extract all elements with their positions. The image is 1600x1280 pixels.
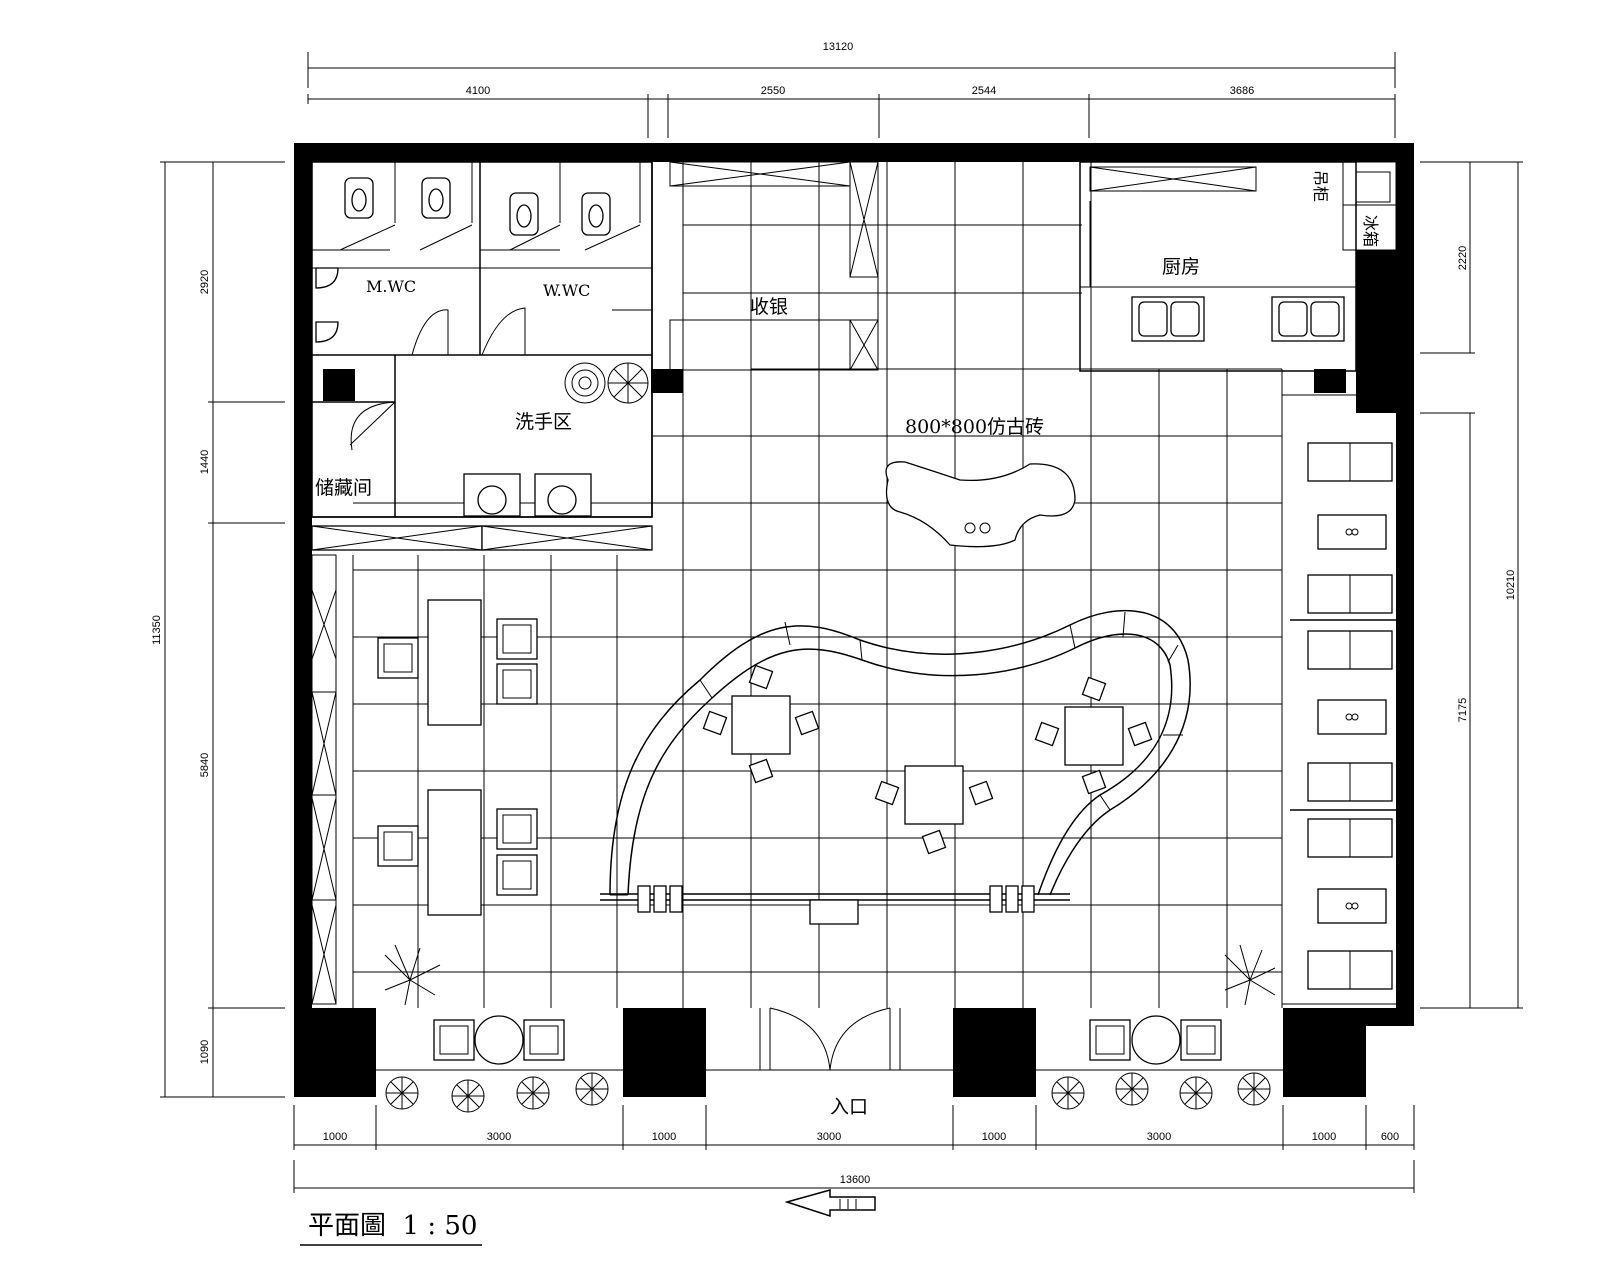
planter-icon [1115, 1072, 1149, 1106]
sofa-icon [1307, 630, 1393, 670]
room-label-womens-wc: W.WC [543, 281, 590, 300]
dim-left-seg-4: 1090 [199, 1040, 211, 1064]
planter-icon [1237, 1072, 1271, 1106]
bottom-dimension-lines: 1000 3000 1000 3000 1000 3000 1000 600 1… [293, 1105, 1415, 1193]
dim-bottom-seg-6: 3000 [1147, 1131, 1171, 1143]
kitchen-label-cabinet: 吊柜 [1311, 170, 1330, 202]
wc-block: M.WC W.WC 洗手区 储藏间 [311, 161, 653, 551]
sofa-icon [1307, 950, 1393, 990]
chair-icon [377, 637, 419, 679]
chair-icon [1089, 1019, 1131, 1061]
planter-icon [575, 1072, 609, 1106]
room-label-mens-wc: M.WC [366, 277, 416, 296]
dim-left-total: 11350 [151, 615, 163, 645]
room-label-cashier: 收银 [750, 296, 788, 318]
plant-icon [607, 362, 649, 404]
dim-top-seg-3: 2544 [972, 85, 996, 97]
toilet-icon [421, 177, 451, 219]
table-icon [1317, 699, 1387, 735]
dim-bottom-seg-4: 3000 [817, 1131, 841, 1143]
dim-top-seg-1: 4100 [466, 85, 490, 97]
floor-tile-label: 800*800仿古砖 [905, 416, 1044, 438]
drawing-title-block: 平面圖 1 : 50 [300, 1211, 482, 1246]
dining-table-icon [1034, 676, 1153, 795]
sofa-icon [1307, 818, 1393, 858]
toilet-icon [344, 177, 374, 219]
floor-tile-grid [352, 162, 1282, 1008]
dim-right-total: 10210 [1505, 570, 1517, 601]
plant-icon [1224, 944, 1276, 1006]
urinal-icon [315, 267, 339, 289]
wash-basin-icon [534, 473, 592, 517]
dim-left-seg-3: 5840 [199, 753, 211, 777]
dim-bottom-total: 13600 [840, 1174, 871, 1186]
chair-icon [496, 618, 538, 660]
entrance-door-icon [759, 1007, 901, 1071]
drawing-title: 平面圖 1 : 50 [308, 1211, 477, 1241]
wash-basin-icon [463, 473, 521, 517]
chair-icon [433, 1019, 475, 1061]
planter-icon [1051, 1076, 1085, 1110]
top-dimension-lines: 13120 4100 2550 2544 3686 [307, 41, 1396, 138]
entrance-label: 入口 [830, 1096, 868, 1118]
left-dimension-lines: 11350 2920 1440 5840 1090 [151, 161, 285, 1098]
room-label-kitchen: 厨房 [1162, 256, 1200, 278]
chair-icon [496, 663, 538, 705]
central-dining-platform [600, 609, 1191, 925]
dim-left-seg-1: 2920 [199, 270, 211, 294]
toilet-icon [581, 192, 611, 236]
cashier-area: 收银 [669, 161, 879, 371]
kitchen-area: 厨房 吊柜 冰箱 [1079, 161, 1397, 372]
dim-bottom-seg-1: 1000 [323, 1131, 347, 1143]
dim-bottom-seg-2: 3000 [487, 1131, 511, 1143]
exterior-walls [294, 143, 1414, 1097]
sofa-icon [1307, 574, 1393, 614]
dim-bottom-seg-3: 1000 [652, 1131, 676, 1143]
dining-table-icon [702, 664, 820, 784]
entrance-arrow-icon [784, 1189, 876, 1218]
round-table-icon [1131, 1015, 1181, 1065]
round-table-icon [474, 1015, 524, 1065]
right-dimension-lines: 2220 7175 10210 [1420, 161, 1523, 1009]
chair-icon [523, 1019, 565, 1061]
urinal-icon [315, 321, 339, 343]
plant-icon [564, 362, 606, 404]
planter-icon [516, 1076, 550, 1110]
table-icon [1317, 888, 1387, 924]
sofa-icon [1307, 762, 1393, 802]
planter-icon [385, 1076, 419, 1110]
planter-icon [1179, 1076, 1213, 1110]
sofa-icon [1307, 442, 1393, 482]
chair-icon [1180, 1019, 1222, 1061]
chair-icon [496, 808, 538, 850]
dim-left-seg-2: 1440 [199, 450, 211, 474]
dim-top-total: 13120 [823, 41, 854, 53]
room-label-wash-area: 洗手区 [515, 411, 572, 433]
right-dining-area [1224, 369, 1396, 1008]
kitchen-label-fridge: 冰箱 [1361, 215, 1380, 247]
dim-bottom-seg-7: 1000 [1312, 1131, 1336, 1143]
dim-right-seg-1: 2220 [1457, 246, 1469, 270]
planter-icon [451, 1079, 485, 1113]
dim-bottom-seg-5: 1000 [982, 1131, 1006, 1143]
dim-right-seg-2: 7175 [1457, 698, 1469, 722]
dim-bottom-seg-8: 600 [1381, 1131, 1399, 1143]
reception-counter [885, 461, 1076, 548]
front-window-area: 入口 [376, 1007, 1283, 1118]
dim-top-seg-2: 2550 [761, 85, 785, 97]
plant-icon [384, 944, 441, 1006]
dining-table-icon [874, 765, 994, 855]
dim-top-seg-4: 3686 [1230, 85, 1254, 97]
room-label-storage: 储藏间 [315, 477, 372, 499]
toilet-icon [509, 192, 539, 236]
chair-icon [496, 854, 538, 896]
table-icon [1317, 514, 1387, 550]
chair-icon [377, 825, 419, 867]
left-dining-area [311, 554, 538, 1006]
